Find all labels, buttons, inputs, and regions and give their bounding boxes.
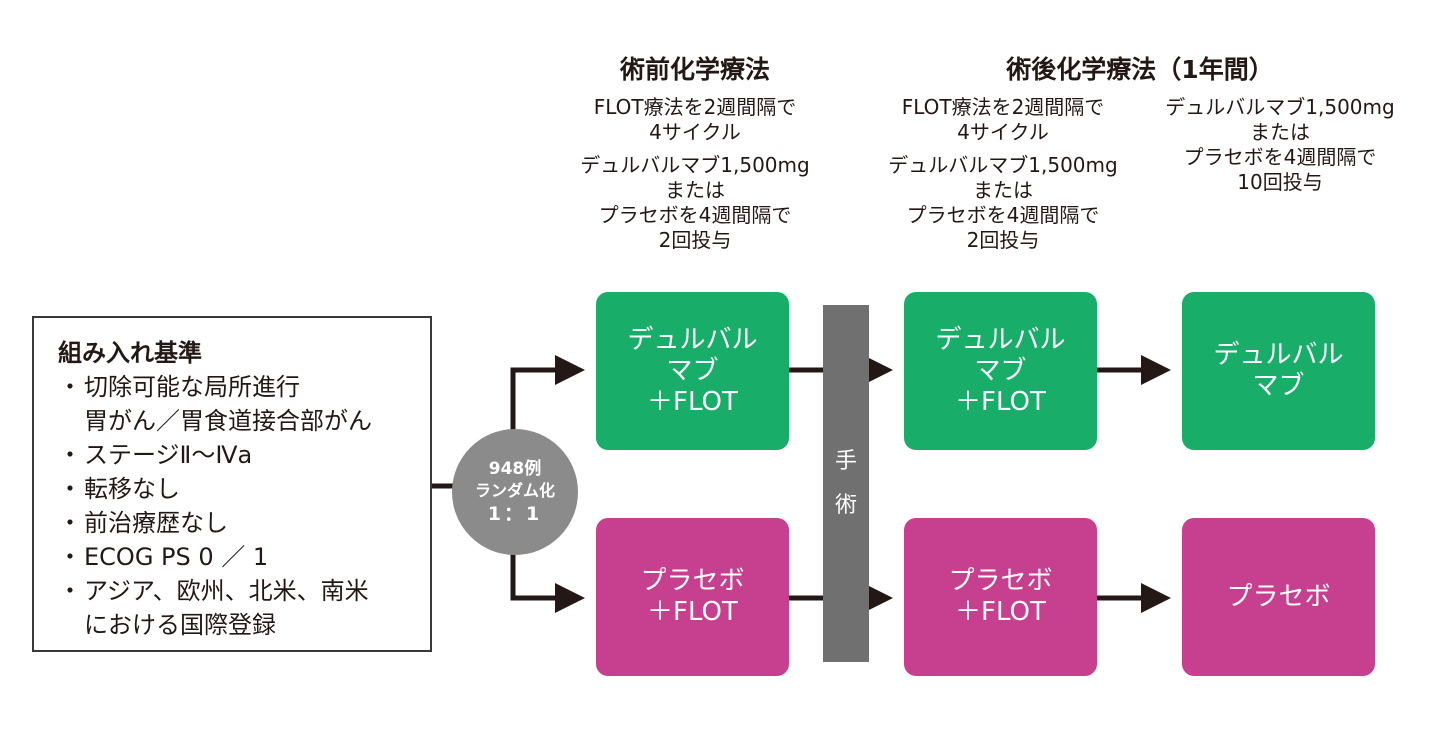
adjuvant-mono-description: デュルバルマブ1,500mg または プラセボを4週間隔で 10回投与 (1140, 95, 1420, 203)
durvalumab-flot-adjuvant-box: デュルバル マブ ＋FLOT (904, 292, 1097, 450)
durvalumab-regimen-text: デュルバルマブ1,500mg または プラセボを4週間隔で 2回投与 (888, 153, 1118, 252)
randomization-to-placebo-arrow (510, 553, 585, 613)
placebo-flot-neoadjuvant-box: プラセボ ＋FLOT (596, 518, 789, 676)
inclusion-criteria-title: 組み入れ基準 (58, 339, 202, 367)
criteria-item: ・ アジア、欧州、北米、南米 における国際登録 (58, 574, 430, 642)
bullet-icon: ・ (58, 475, 82, 503)
criteria-item: ・ 前治療歴なし (58, 506, 430, 540)
placebo-maintenance-box: プラセボ (1182, 518, 1375, 676)
bullet-icon: ・ (58, 373, 82, 401)
durvalumab-flot-neoadjuvant-box: デュルバル マブ ＋FLOT (596, 292, 789, 450)
randomization-ratio: 1：1 (487, 503, 543, 525)
surgery-bar: 手 術 (823, 305, 869, 662)
criteria-item: ・ ステージⅡ～Ⅳa (58, 438, 430, 472)
adjuvant-phase-title: 術後化学療法（1年間） (1006, 55, 1274, 84)
bullet-icon: ・ (58, 577, 82, 605)
durvalumab-maintenance-text: デュルバルマブ1,500mg または プラセボを4週間隔で 10回投与 (1165, 95, 1395, 194)
bullet-icon: ・ (58, 509, 82, 537)
criteria-item: ・ 転移なし (58, 472, 430, 506)
patient-count: 948例 (488, 459, 542, 479)
durvalumab-maintenance-box: デュルバル マブ (1182, 292, 1375, 450)
neoadjuvant-description: FLOT療法を2週間隔で 4サイクル デュルバルマブ1,500mg または プラ… (550, 95, 840, 261)
randomization-to-durvalumab-arrow (510, 355, 585, 432)
bullet-icon: ・ (58, 543, 82, 571)
bullet-icon: ・ (58, 441, 82, 469)
neoadjuvant-phase-title: 術前化学療法 (619, 55, 770, 84)
durvalumab-regimen-text: デュルバルマブ1,500mg または プラセボを4週間隔で 2回投与 (580, 153, 810, 252)
criteria-item: ・ 切除可能な局所進行 胃がん／胃食道接合部がん (58, 370, 430, 438)
inclusion-criteria-box: 組み入れ基準 ・ 切除可能な局所進行 胃がん／胃食道接合部がん ・ ステージⅡ～… (32, 316, 432, 652)
randomization-label: ランダム化 (474, 481, 555, 500)
flot-regimen-text: FLOT療法を2週間隔で 4サイクル (901, 95, 1105, 144)
adjuvant-combo-description: FLOT療法を2週間隔で 4サイクル デュルバルマブ1,500mg または プラ… (858, 95, 1148, 261)
flot-regimen-text: FLOT療法を2週間隔で 4サイクル (593, 95, 797, 144)
randomization-circle: 948例 ランダム化 1：1 (452, 429, 578, 555)
criteria-item: ・ ECOG PS 0 ／ 1 (58, 540, 430, 574)
placebo-flot-adjuvant-box: プラセボ ＋FLOT (904, 518, 1097, 676)
